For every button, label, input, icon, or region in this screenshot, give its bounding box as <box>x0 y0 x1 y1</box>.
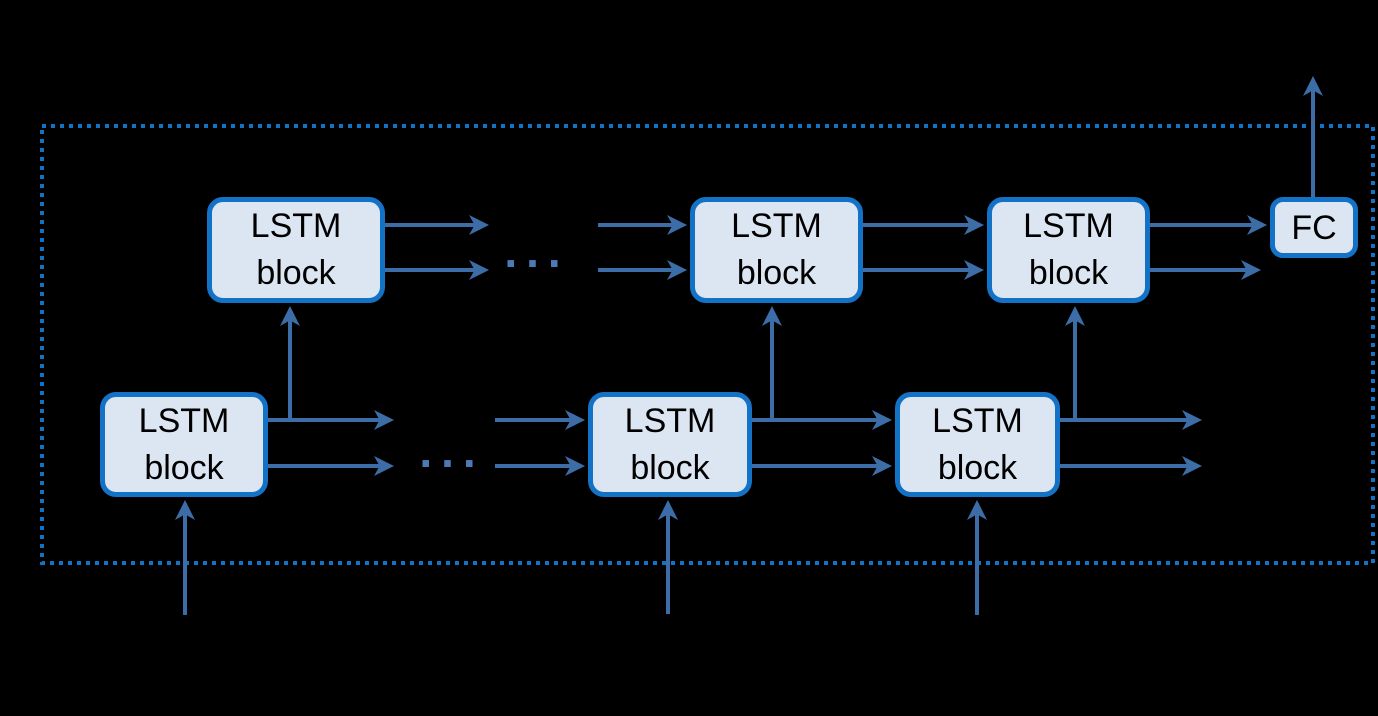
lstm-block-top-1: LSTM block <box>207 197 385 303</box>
network-boundary-dotted-border <box>40 124 1375 565</box>
lstm-block-label: LSTM block <box>1023 207 1114 292</box>
lstm-block-label: LSTM block <box>624 401 716 487</box>
lstm-block-label: LSTM block <box>932 401 1023 487</box>
lstm-block-label: LSTM block <box>250 207 342 292</box>
lstm-block-label: LSTM block <box>138 401 230 487</box>
arrows <box>175 76 1323 615</box>
lstm-block-bottom-1: LSTM block <box>100 392 268 497</box>
lstm-block-label: LSTM block <box>731 207 822 292</box>
lstm-block-bottom-2: LSTM block <box>588 392 752 497</box>
fc-block-label: FC <box>1291 208 1337 247</box>
lstm-block-top-3: LSTM block <box>987 197 1150 303</box>
lstm-block-top-2: LSTM block <box>690 197 863 303</box>
fc-block: FC <box>1270 197 1358 258</box>
lstm-block-bottom-3: LSTM block <box>895 392 1060 497</box>
